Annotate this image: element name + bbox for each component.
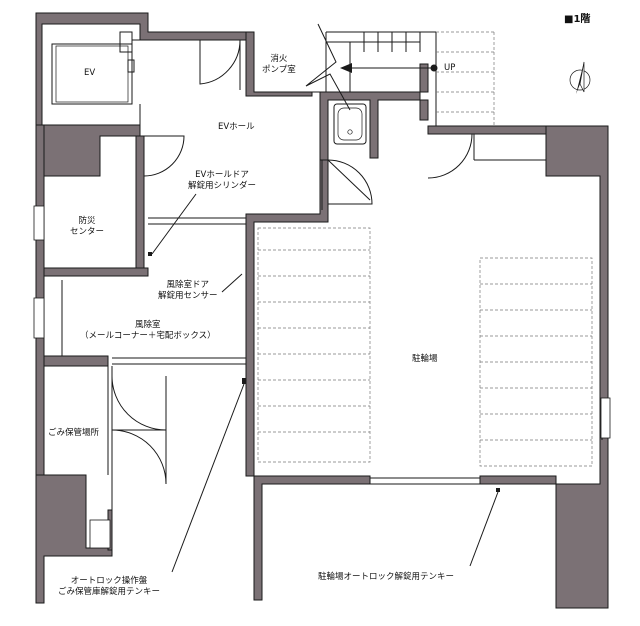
room-ev-hall: EVホール [218, 122, 255, 132]
elevator [51, 31, 140, 105]
room-ev: EV [84, 68, 96, 78]
north-arrow-icon [569, 61, 591, 94]
stair-up-label: UP [444, 63, 456, 73]
partitions [43, 40, 609, 510]
doors [111, 39, 473, 485]
annotation-windbreak-door: 風除室ドア 解錠用センサー [158, 280, 218, 301]
stairs [305, 23, 495, 126]
room-parking: 駐輪場 [412, 354, 438, 364]
room-garbage: ごみ保管場所 [48, 428, 100, 438]
sink [333, 103, 367, 145]
room-fire-pump: 消火 ポンプ室 [262, 54, 296, 75]
parking-racks [257, 227, 593, 467]
leader-lines [148, 193, 500, 573]
annotation-parking-autolock: 駐輪場オートロック解錠用テンキー [318, 572, 455, 582]
room-disaster-center: 防災 センター [70, 216, 105, 237]
floor-label: ■1階 [564, 14, 591, 25]
room-windbreak: 風除室 （メールコーナー＋宅配ボックス） [80, 320, 216, 341]
annotation-autolock-panel: オートロック操作盤 ごみ保管庫解錠用テンキー [58, 576, 161, 597]
windows [33, 205, 611, 549]
walls [35, 12, 609, 609]
annotation-ev-hall-door: EVホールドア 解錠用シリンダー [188, 170, 257, 191]
